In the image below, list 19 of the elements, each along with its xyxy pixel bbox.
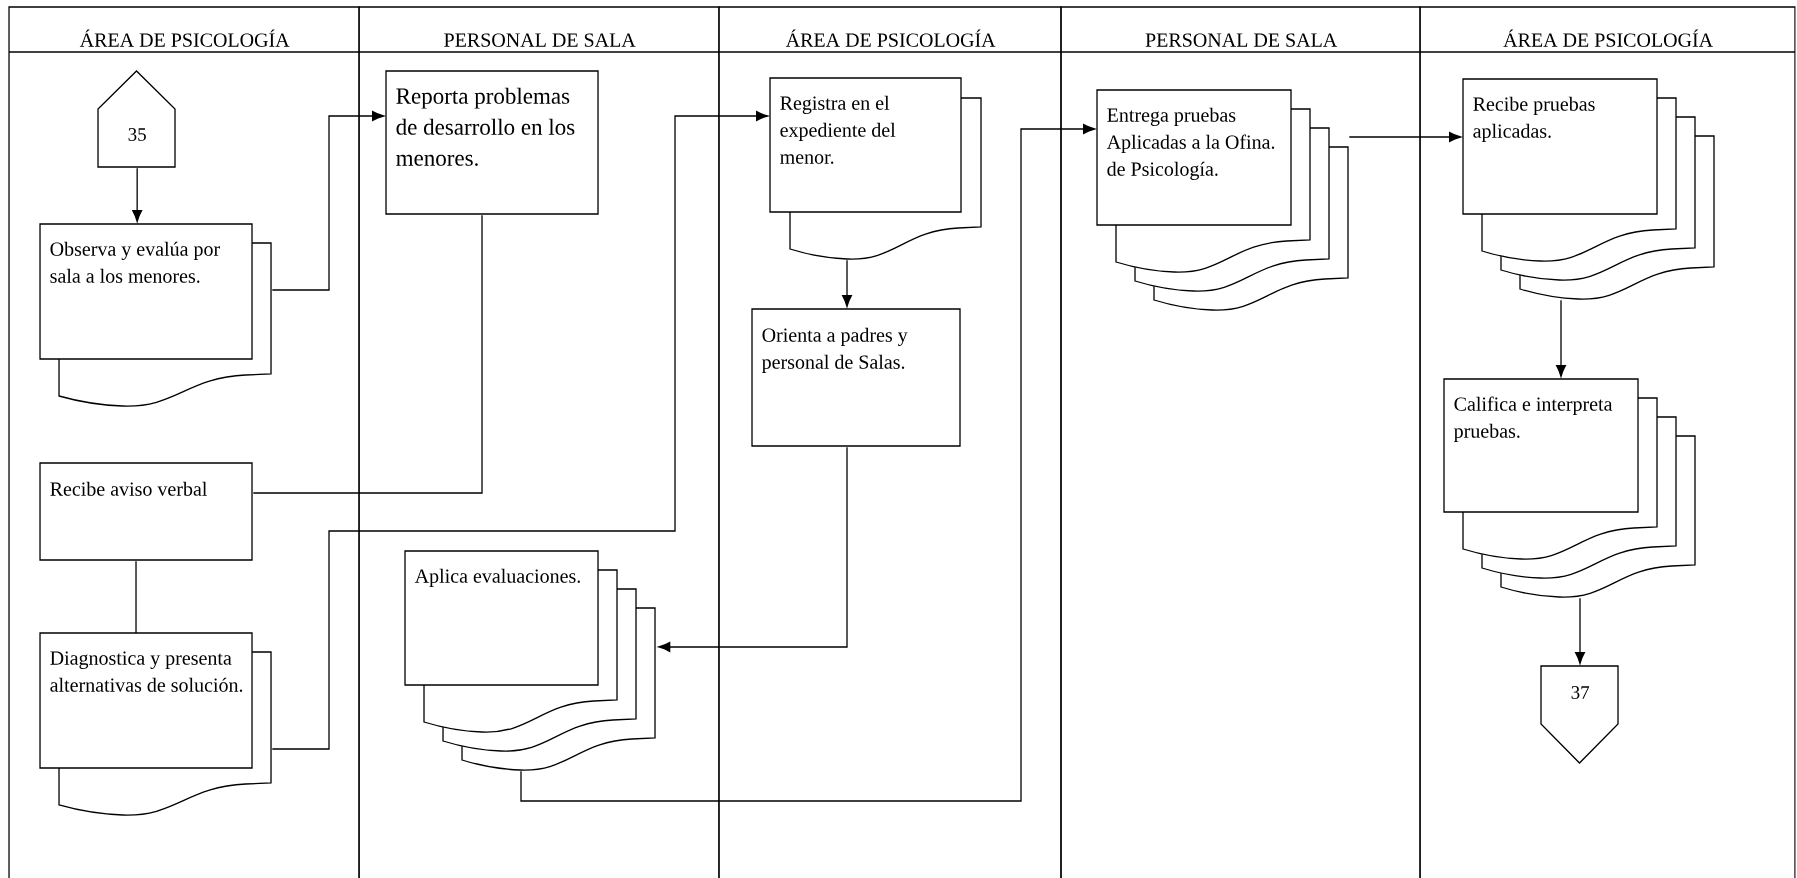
arrow [1556, 299, 1566, 378]
process-box: Recibe aviso verbal [39, 462, 253, 561]
process-box: Orienta a padres y personal de Salas. [751, 308, 961, 447]
arrow [271, 111, 385, 291]
arrow [658, 446, 848, 652]
arrow [1575, 597, 1585, 665]
arrow [271, 111, 769, 750]
process-box: Reporta problemas de desarrollo en los menores. [385, 70, 599, 215]
arrow [520, 124, 1096, 802]
arrow [132, 167, 143, 223]
connector-line [252, 214, 483, 494]
node-label: Califica e interpreta [1454, 396, 1613, 415]
connector-line [135, 560, 137, 634]
node-label: Entrega pruebas [1107, 107, 1236, 126]
off-page-connector: 37 [1540, 665, 1619, 764]
node-label: Aplica evaluaciones. [414, 568, 580, 587]
arrow [842, 259, 852, 308]
arrow [1348, 132, 1462, 142]
off-page-connector: 35 [97, 70, 176, 168]
